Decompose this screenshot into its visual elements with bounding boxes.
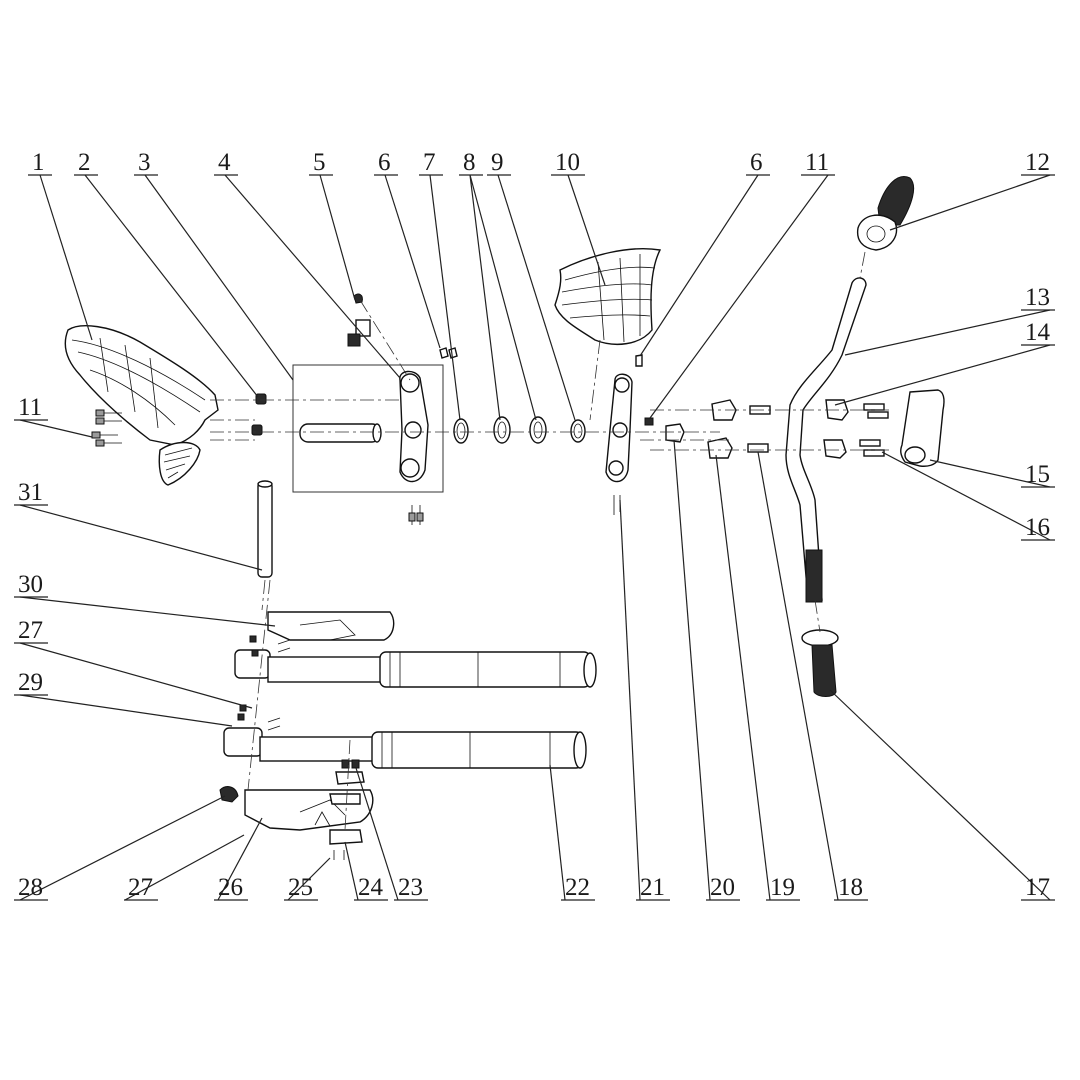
label-20: 20 bbox=[710, 874, 735, 901]
label-17: 17 bbox=[1025, 874, 1050, 901]
label-16: 16 bbox=[1025, 514, 1050, 541]
part-front-number-plate bbox=[64, 325, 219, 486]
label-25: 25 bbox=[288, 874, 313, 901]
part-small-screws bbox=[439, 347, 643, 367]
part-lower-triple-clamp bbox=[399, 370, 429, 525]
label-22: 22 bbox=[565, 874, 590, 901]
label-7: 7 bbox=[423, 149, 436, 176]
part-bracket bbox=[347, 293, 371, 347]
part-handlebar bbox=[785, 277, 867, 603]
label-15: 15 bbox=[1025, 461, 1050, 488]
part-seal bbox=[453, 418, 469, 444]
label-12: 12 bbox=[1025, 149, 1050, 176]
part-stem-nut bbox=[665, 423, 685, 443]
part-handlebar-pad bbox=[900, 389, 945, 467]
part-fork-bolts bbox=[237, 635, 291, 731]
part-caliper-brackets bbox=[329, 759, 365, 860]
leader-lines bbox=[19, 174, 1051, 901]
label-5: 5 bbox=[313, 149, 326, 176]
label-6-right: 6 bbox=[750, 149, 763, 176]
part-throttle-grip bbox=[856, 176, 915, 251]
label-6: 6 bbox=[378, 149, 391, 176]
label-30: 30 bbox=[18, 571, 43, 598]
part-lower-clamp-box bbox=[292, 364, 444, 493]
part-headlight-mask bbox=[554, 248, 662, 345]
part-tube bbox=[257, 480, 273, 578]
part-steering-stem bbox=[299, 423, 382, 443]
assembly-axis-lines bbox=[210, 251, 890, 831]
label-4: 4 bbox=[218, 149, 231, 176]
part-cap bbox=[219, 786, 239, 803]
label-28: 28 bbox=[18, 874, 43, 901]
label-3: 3 bbox=[138, 149, 151, 176]
label-31: 31 bbox=[18, 479, 43, 506]
part-bearings bbox=[493, 416, 547, 444]
part-bolt-right bbox=[644, 417, 654, 426]
part-clamp-bolts bbox=[747, 403, 889, 457]
label-29: 29 bbox=[18, 669, 43, 696]
label-26: 26 bbox=[218, 874, 243, 901]
part-nuts bbox=[251, 393, 267, 436]
label-9: 9 bbox=[491, 149, 504, 176]
label-10: 10 bbox=[555, 149, 580, 176]
label-2: 2 bbox=[78, 149, 91, 176]
label-8: 8 bbox=[463, 149, 476, 176]
label-19: 19 bbox=[770, 874, 795, 901]
part-bolts-left bbox=[91, 409, 122, 447]
label-14: 14 bbox=[1025, 319, 1051, 346]
label-18: 18 bbox=[838, 874, 863, 901]
label-21: 21 bbox=[640, 874, 665, 901]
part-upper-triple-clamp bbox=[605, 373, 633, 515]
label-24: 24 bbox=[358, 874, 384, 901]
part-left-grip bbox=[801, 629, 839, 697]
part-fork-leg-lower bbox=[223, 727, 587, 769]
part-fork-leg-upper bbox=[234, 649, 597, 688]
part-washer bbox=[570, 419, 586, 443]
part-handlebar-clamps bbox=[707, 399, 849, 459]
label-13: 13 bbox=[1025, 284, 1050, 311]
part-upper-fork-guard bbox=[267, 611, 395, 641]
label-11-top: 11 bbox=[805, 149, 829, 176]
label-11-left: 11 bbox=[18, 394, 42, 421]
label-27-lower: 27 bbox=[128, 874, 153, 901]
label-1: 1 bbox=[32, 149, 45, 176]
part-labels: 1 2 3 4 5 6 7 8 9 10 6 11 12 13 14 11 31… bbox=[14, 149, 1055, 901]
label-27-upper: 27 bbox=[18, 617, 43, 644]
label-23: 23 bbox=[398, 874, 423, 901]
